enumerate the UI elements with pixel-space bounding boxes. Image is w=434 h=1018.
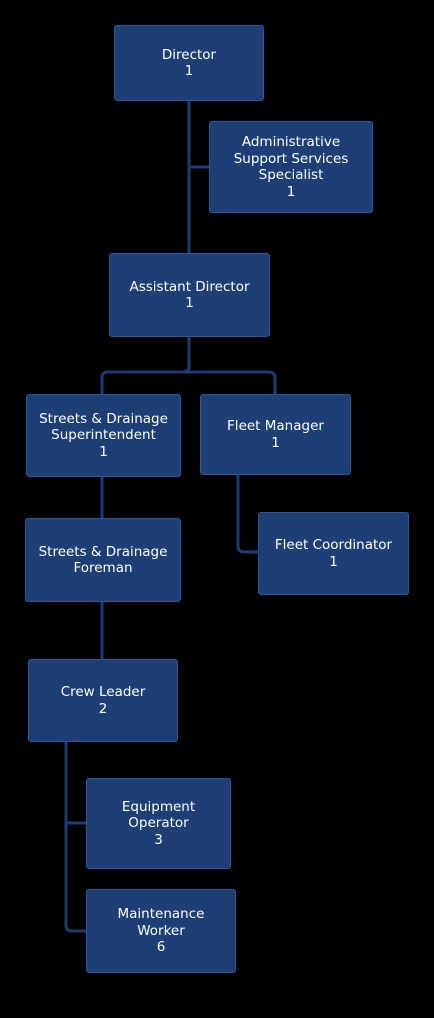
connector-assistant-to-branches <box>100 336 277 394</box>
node-director: Director 1 <box>114 25 264 101</box>
node-fleet-coordinator: Fleet Coordinator 1 <box>258 512 409 595</box>
node-maintenance-worker-count: 6 <box>156 939 166 956</box>
node-fleet-manager: Fleet Manager 1 <box>200 394 351 475</box>
node-admin-support-count: 1 <box>286 183 296 200</box>
node-foreman-title-line1: Streets & Drainage <box>38 543 168 560</box>
node-maintenance-worker: Maintenance Worker 6 <box>86 889 236 973</box>
node-fleet-coordinator-count: 1 <box>329 553 338 570</box>
node-equipment-operator: Equipment Operator 3 <box>86 778 231 869</box>
node-director-count: 1 <box>184 63 194 79</box>
node-streets-drainage-foreman: Streets & Drainage Foreman <box>25 518 181 602</box>
connector-fleet-manager-to-coordinator <box>236 474 258 554</box>
node-fleet-manager-title: Fleet Manager <box>227 418 324 434</box>
node-equipment-operator-count: 3 <box>154 831 163 848</box>
node-director-title: Director <box>161 46 217 63</box>
node-assistant-director: Assistant Director 1 <box>109 253 270 337</box>
node-superintendent-title-line2: Superintendent <box>51 427 156 444</box>
node-admin-support-title-line2: Support Services <box>233 150 349 167</box>
node-superintendent-count: 1 <box>99 443 108 460</box>
node-admin-support-specialist: Administrative Support Services Speciali… <box>209 121 373 213</box>
node-assistant-director-count: 1 <box>185 295 194 311</box>
node-crew-leader-title: Crew Leader <box>60 684 146 700</box>
node-equipment-operator-title-line2: Operator <box>128 815 189 832</box>
node-admin-support-title-line3: Specialist <box>258 167 324 183</box>
node-equipment-operator-title-line1: Equipment <box>121 798 196 815</box>
node-fleet-coordinator-title: Fleet Coordinator <box>274 537 393 553</box>
node-crew-leader: Crew Leader 2 <box>28 659 178 742</box>
node-fleet-manager-count: 1 <box>271 434 280 451</box>
node-maintenance-worker-title-line1: Maintenance <box>117 906 205 923</box>
node-streets-drainage-superintendent: Streets & Drainage Superintendent 1 <box>26 394 181 477</box>
node-superintendent-title-line1: Streets & Drainage <box>39 410 168 427</box>
node-maintenance-worker-title-line2: Worker <box>137 922 185 939</box>
connector-crew-leader-to-workers <box>64 741 86 933</box>
node-crew-leader-count: 2 <box>98 700 108 717</box>
node-assistant-director-title: Assistant Director <box>129 278 250 295</box>
node-admin-support-title-line1: Administrative <box>241 134 341 150</box>
node-foreman-title-line2: Foreman <box>73 560 133 576</box>
